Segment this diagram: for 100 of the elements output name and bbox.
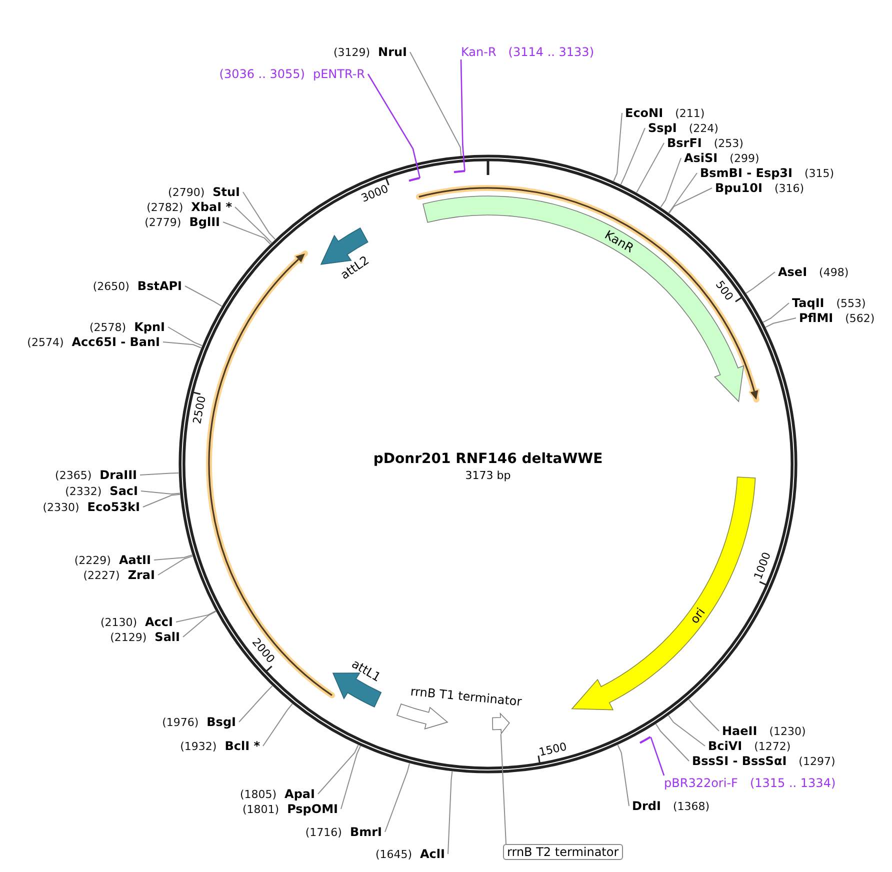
leader-line: [340, 746, 361, 810]
enzyme-name: DrdI: [632, 798, 661, 814]
enzyme-name: AclI: [420, 846, 445, 862]
leader-line: [234, 206, 272, 244]
enzyme-name: Acc65I - BanI: [72, 334, 160, 350]
site-position: (1976): [162, 714, 199, 730]
enzyme-name: BglII: [189, 214, 220, 230]
enzyme-name: Bpu10I: [715, 180, 762, 196]
site-position: (498): [819, 264, 849, 280]
site-position: (2229): [74, 552, 111, 568]
primer-name: pENTR-R: [312, 66, 365, 82]
leader-line: [318, 744, 359, 794]
plasmid-name: pDonr201 RNF146 deltaWWE: [373, 451, 603, 468]
enzyme-name: ApaI: [284, 786, 315, 802]
site-position: (2790): [168, 184, 205, 200]
site-position: (299): [730, 150, 760, 166]
enzyme-name: AccI: [145, 614, 173, 630]
enzyme-name: XbaI *: [191, 200, 232, 214]
leader-line: [158, 556, 194, 576]
enzyme-name: BsmBI - Esp3I: [700, 166, 792, 180]
leader-line: [140, 472, 180, 476]
enzyme-name: PspOMI: [287, 802, 338, 816]
leader-line: [660, 158, 682, 208]
enzyme-name: HaeII: [722, 724, 758, 738]
leader-line: [154, 554, 193, 560]
site-position: (2782): [146, 200, 184, 214]
enzyme-name: KpnI: [134, 320, 165, 334]
site-position: (1805): [240, 786, 277, 802]
leader-line: [688, 699, 720, 732]
enzyme-name: DraIII: [100, 468, 137, 482]
leader-line: [448, 770, 453, 854]
enzyme-name: TaqII: [792, 296, 824, 310]
enzyme-name: SacI: [110, 484, 138, 498]
leader-line: [500, 734, 506, 844]
leader-line: [613, 112, 622, 182]
enzyme-name: AsiSI: [684, 150, 718, 166]
site-position: (2365): [55, 468, 92, 482]
leader-line: [762, 302, 790, 323]
primer-name: Kan-R: [461, 44, 496, 60]
site-position: (316): [774, 180, 804, 196]
site-position: (211): [675, 106, 705, 120]
site-position: (2129): [110, 630, 147, 644]
enzyme-name: PflMI: [799, 310, 834, 326]
leader-line: [140, 490, 180, 495]
enzyme-name: EcoNI: [625, 106, 664, 120]
tick-label: 3000: [360, 182, 391, 204]
site-position: (1272): [754, 738, 791, 754]
enzyme-name: Eco53kI: [87, 500, 140, 514]
enzyme-name: SspI: [648, 120, 677, 136]
enzyme-name: AatII: [118, 552, 151, 568]
site-position: (253): [714, 136, 744, 150]
leader-line: [182, 610, 216, 638]
site-position: (2330): [42, 500, 80, 514]
enzyme-name: StuI: [212, 184, 240, 200]
callout-label: rrnB T2 terminator: [503, 844, 623, 860]
leader-line: [460, 59, 466, 171]
leader-line: [668, 172, 698, 214]
site-position: (2227): [83, 568, 120, 582]
enzyme-name: BciVI: [708, 738, 742, 754]
tick-label: 1000: [752, 551, 774, 582]
site-position: (1368): [672, 798, 710, 814]
leader-line: [142, 494, 180, 508]
leader-line: [410, 52, 462, 156]
enzyme-name: BstAPI: [137, 278, 182, 294]
leader-line: [168, 326, 203, 346]
leader-line: [176, 610, 216, 622]
site-position: (2574): [27, 334, 64, 350]
primer-name: pBR322ori-F: [664, 776, 738, 790]
enzyme-name: BssSI - BssSαI: [692, 754, 787, 768]
site-position: (2332): [65, 484, 102, 498]
enzyme-name: BmrI: [350, 824, 382, 840]
site-position: (2779): [144, 214, 182, 230]
site-position: (1297): [798, 754, 836, 768]
leader-line: [162, 342, 202, 348]
site-position: (2650): [92, 278, 130, 294]
leader-line: [367, 74, 421, 178]
enzyme-name: BsgI: [206, 714, 236, 730]
tick-label: 1500: [538, 740, 568, 759]
site-position: (1230): [769, 724, 806, 738]
site-position: (2578): [90, 320, 126, 334]
feature-label: ori: [688, 606, 708, 626]
enzyme-name: ZraI: [128, 568, 155, 582]
site-position: (1716): [305, 824, 342, 840]
primer-range: (3036 .. 3055): [219, 66, 305, 82]
leader-line: [765, 318, 796, 328]
enzyme-name: BsrFI: [667, 136, 702, 150]
enzyme-name: NruI: [378, 44, 407, 60]
leader-line: [617, 744, 630, 806]
feature-label: rrnB T1 terminator: [410, 685, 522, 709]
site-position: (562): [845, 310, 875, 326]
leader-line: [222, 222, 271, 244]
site-position: (2130): [100, 614, 138, 630]
primer-range: (3114 .. 3133): [508, 44, 594, 60]
site-position: (224): [688, 120, 718, 136]
site-position: (1932): [180, 738, 217, 754]
leader-line: [746, 272, 776, 294]
tick-label: 2500: [192, 394, 209, 425]
plasmid-length: 3173 bp: [465, 469, 511, 482]
leader-line: [620, 128, 646, 185]
leader-line: [650, 736, 665, 776]
